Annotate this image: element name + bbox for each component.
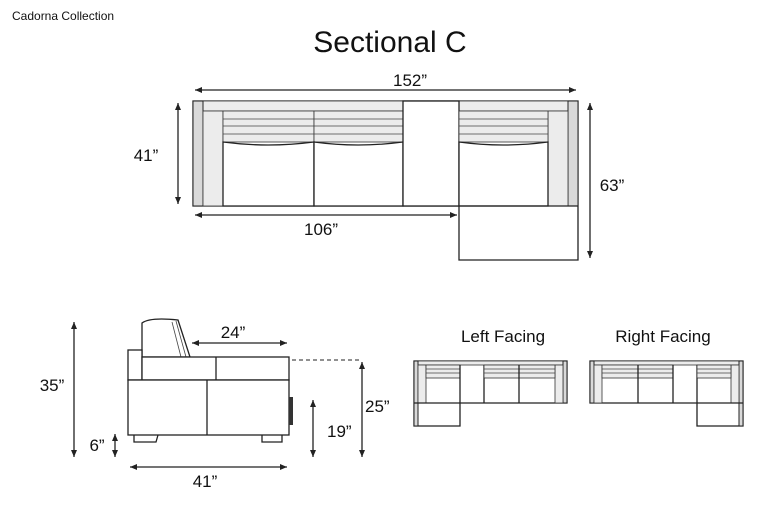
chaise-seat [458,141,549,207]
page-title: Sectional C [313,26,467,59]
seat-cushion-left-2 [313,141,404,207]
side-arm-detail [289,397,293,425]
dim-35-label: 35” [40,376,65,395]
dim-25-label: 25” [365,397,390,416]
corner-module [402,100,460,207]
left-facing-label: Left Facing [461,327,545,346]
left-arm-inner [202,110,224,207]
dim-152-label: 152” [393,71,427,90]
top-view: 152” 41” 106” 63” [134,71,625,261]
dim-41-top-label: 41” [134,146,159,165]
chaise-back-cushion [458,110,549,143]
right-facing-diagram: Right Facing [589,327,744,427]
back-cushion-left-2 [313,110,404,143]
side-leg-right [261,435,283,443]
dim-41-bottom-label: 41” [193,472,218,491]
right-facing-label: Right Facing [615,327,710,346]
dim-63-label: 63” [600,176,625,195]
back-top-strip [192,100,579,112]
right-arm-outer [567,100,579,207]
collection-name: Cadorna Collection [12,9,115,23]
dim-19-label: 19” [327,422,352,441]
side-back-frame [127,349,143,381]
dim-24-label: 24” [221,323,246,342]
side-view: 35” 24” 6” 19” 25” 41” [40,318,390,491]
dim-106-label: 106” [304,220,338,239]
left-arm-outer [192,100,204,207]
right-arm-inner [547,110,569,207]
seat-cushion-left-1 [222,141,315,207]
left-facing-diagram: Left Facing [413,327,568,427]
side-leg-left [133,434,159,443]
back-cushion-left-1 [222,110,315,143]
side-base [127,379,290,436]
side-back-cushion [141,318,191,358]
dim-6-label: 6” [89,436,104,455]
